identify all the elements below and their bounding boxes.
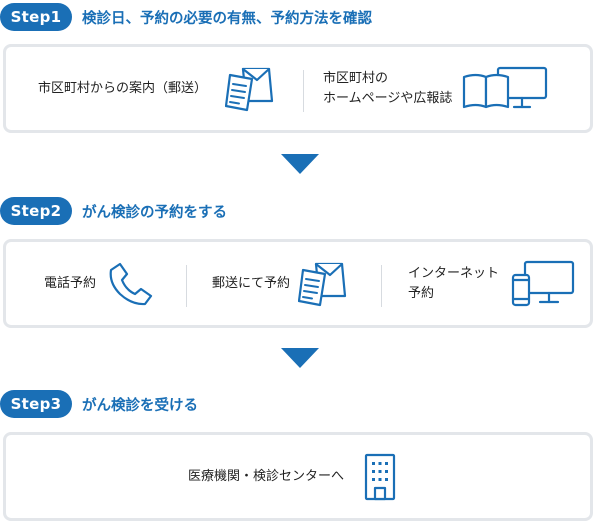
step1-header: Step1 検診日、予約の必要の有無、予約方法を確認 [0, 3, 372, 31]
option-label: 市区町村の ホームページや広報誌 [323, 69, 452, 109]
option-label-line1: 市区町村の [323, 70, 389, 86]
envelope-document-icon [298, 262, 347, 306]
step1-card: 市区町村からの案内（郵送） 市区町村の ホームページや広報誌 [3, 44, 593, 133]
step3-card: 医療機関・検診センターへ [3, 432, 593, 521]
divider [381, 265, 382, 307]
phone-icon [109, 262, 153, 305]
monitor-phone-icon [511, 260, 575, 306]
option-internet: インターネット 予約 [408, 242, 575, 325]
option-medical-facility: 医療機関・検診センターへ [188, 435, 398, 518]
down-arrow-icon [281, 154, 319, 174]
option-label-line2: 予約 [408, 285, 435, 301]
option-label: 郵送にて予約 [212, 275, 291, 291]
building-icon [364, 453, 396, 500]
step-title: がん検診を受ける [82, 397, 198, 414]
step-title: 検診日、予約の必要の有無、予約方法を確認 [82, 10, 372, 27]
step-title: がん検診の予約をする [82, 204, 227, 221]
option-label: 医療機関・検診センターへ [188, 468, 345, 484]
step2-card: 電話予約 郵送にて予約 インターネット 予約 [3, 239, 593, 328]
divider [303, 70, 304, 112]
step-badge: Step2 [0, 197, 72, 225]
envelope-document-icon [225, 67, 274, 111]
divider [186, 265, 187, 307]
option-label: 市区町村からの案内（郵送） [38, 80, 208, 96]
option-municipal-mail: 市区町村からの案内（郵送） [38, 47, 275, 130]
option-phone: 電話予約 [44, 242, 156, 325]
option-mail: 郵送にて予約 [212, 242, 348, 325]
step3-header: Step3 がん検診を受ける [0, 390, 198, 418]
step2-header: Step2 がん検診の予約をする [0, 197, 227, 225]
option-municipal-website: 市区町村の ホームページや広報誌 [323, 47, 548, 130]
option-label-line1: インターネット [408, 265, 500, 281]
step-badge: Step1 [0, 3, 72, 31]
option-label: インターネット 予約 [408, 264, 499, 304]
down-arrow-icon [281, 348, 319, 368]
option-label-line2: ホームページや広報誌 [323, 90, 453, 106]
option-label: 電話予約 [44, 275, 97, 291]
book-monitor-icon [463, 66, 548, 108]
step-badge: Step3 [0, 390, 72, 418]
